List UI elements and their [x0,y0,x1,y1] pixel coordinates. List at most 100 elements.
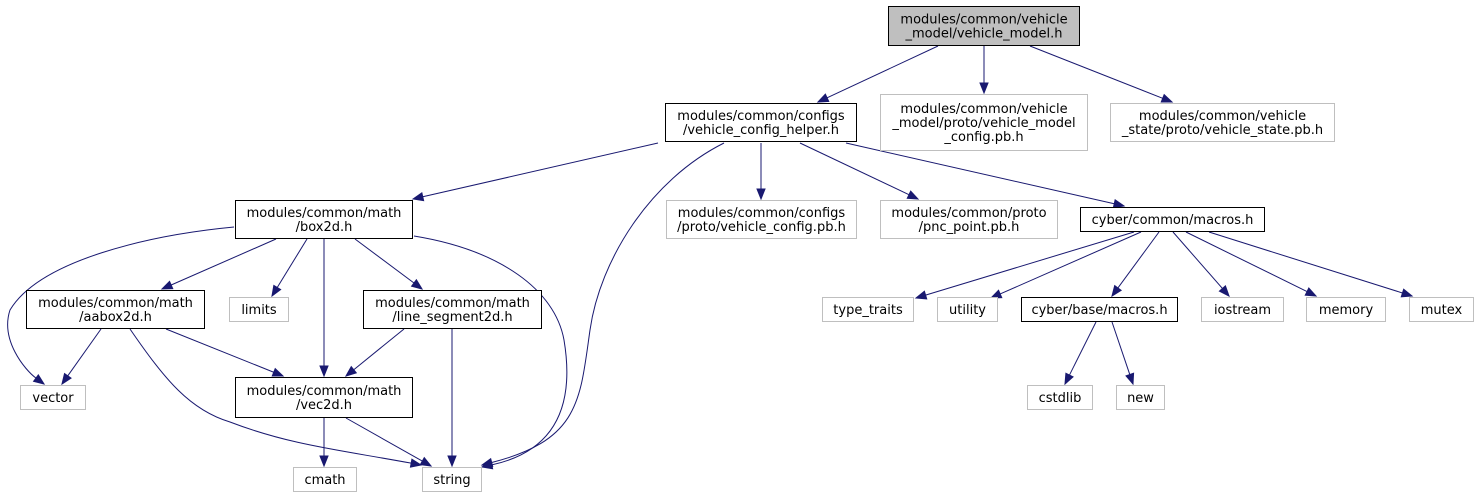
arrowhead [1064,372,1074,386]
edge-box2d-to-vector [7,226,235,385]
node-box [229,297,289,322]
node-box [1027,385,1093,410]
edge-cyber_common_macros-to-iostream [1172,231,1230,298]
node-mutex: mutex [1409,297,1474,322]
node-cmath: cmath [293,467,357,492]
node-label-line: modules/common/configs [678,206,846,221]
arrowhead [1125,372,1135,386]
node-limits: limits [229,297,289,322]
arrowhead [61,372,72,386]
node-label-line: mutex [1421,303,1463,318]
node-box [822,297,914,322]
node-label-line: vector [32,391,74,406]
edge-vehicle_model-to-vehicle_state_pb [1029,45,1174,103]
node-label-line: cstdlib [1039,391,1082,406]
edge-cyber_common_macros-to-type_traits [914,231,1135,300]
node-box [1306,297,1386,322]
node-aabox2d[interactable]: modules/common/math/aabox2d.h [26,290,205,329]
edge-line [1069,321,1097,376]
edge-box2d-to-line_segment2d [354,238,424,290]
arrowhead [816,93,830,103]
edge-vehicle_model-to-vehicle_model_config_pb [979,46,989,95]
node-iostream: iostream [1201,297,1284,322]
edge-vec2d-to-string [345,417,433,467]
node-label-line: modules/common/math [38,296,193,311]
node-box [1021,297,1178,322]
node-string: string [422,467,482,492]
node-label-line: _config.pb.h [943,130,1023,145]
node-box [235,200,413,239]
node-label-line: /vehicle_config_helper.h [683,123,839,138]
node-label-line: modules/common/vehicle [900,13,1067,28]
edge-line [491,142,725,464]
node-label-line: modules/common/math [247,206,402,221]
edge-vehicle_config_helper-to-box2d [411,142,659,202]
edge-line_segment2d-to-string [447,329,457,468]
arrowhead [1160,93,1174,103]
edge-line_segment2d-to-vec2d [344,328,405,377]
arrowhead [756,188,766,201]
edge-aabox2d-to-vector [61,328,102,386]
node-label-line: _state/proto/vehicle_state.pb.h [1121,123,1323,138]
arrowhead [271,284,282,298]
node-box [1110,103,1335,142]
edge-vehicle_config_helper-to-pnc_point_pb [799,142,920,200]
node-label-line: utility [949,303,986,318]
edge-line [826,45,939,99]
node-label-line: iostream [1214,303,1271,318]
edge-vehicle_model-to-vehicle_config_helper [816,45,939,103]
arrowhead [409,458,423,468]
node-vec2d[interactable]: modules/common/math/vec2d.h [235,377,413,418]
node-type-traits: type_traits [822,297,914,322]
node-label-line: modules/common/vehicle [900,102,1067,117]
node-vector: vector [20,385,86,410]
node-label-line: new [1127,391,1154,406]
node-label-line: _model/proto/vehicle_model [891,116,1075,131]
node-box [665,103,857,142]
node-label-line: limits [241,303,277,318]
node-cyber-base-macros[interactable]: cyber/base/macros.h [1021,297,1178,322]
node-vehicle-config-helper[interactable]: modules/common/configs/vehicle_config_he… [665,103,857,142]
edge-line [925,231,1135,296]
arrowhead [344,365,358,377]
arrowhead [989,289,1003,299]
node-new: new [1116,385,1165,410]
arrowhead [1218,284,1230,298]
node-box [880,94,1088,151]
edge-line [354,238,415,284]
arrowhead [480,460,494,470]
node-box [666,200,857,239]
edge-line [413,235,568,466]
arrowhead [979,82,989,95]
node-label-line: modules/common/math [375,296,530,311]
edge-box2d-to-string [413,235,568,470]
edge-cyber_base_macros-to-new [1111,321,1135,386]
edges-layer [7,45,1414,470]
node-cstdlib: cstdlib [1027,385,1093,410]
node-label-line: /vec2d.h [296,398,352,413]
node-line-segment2d[interactable]: modules/common/math/line_segment2d.h [363,290,542,329]
node-label-line: _model/vehicle_model.h [904,27,1062,42]
edge-aabox2d-to-vec2d [165,328,285,377]
edge-line [1185,231,1308,293]
edge-line [999,231,1142,295]
node-box [1080,207,1265,232]
edge-line [345,417,423,462]
node-cyber-common-macros[interactable]: cyber/common/macros.h [1080,207,1265,232]
edge-aabox2d-to-string [129,328,423,468]
node-label-line: /line_segment2d.h [392,310,512,325]
edge-line [7,226,235,379]
edge-line [845,142,1115,205]
edge-line [799,142,910,196]
arrowhead [160,280,174,290]
node-label-line: string [433,473,470,488]
edge-line [1111,321,1131,375]
arrowhead [906,190,920,200]
edge-vehicle_config_helper-to-vehicle_config_pb [756,143,766,201]
edge-line [170,238,277,286]
node-box2d[interactable]: modules/common/math/box2d.h [235,200,413,239]
edge-vehicle_config_helper-to-cyber_common_macros [845,142,1126,209]
arrowhead [319,365,329,378]
node-box [235,377,413,418]
